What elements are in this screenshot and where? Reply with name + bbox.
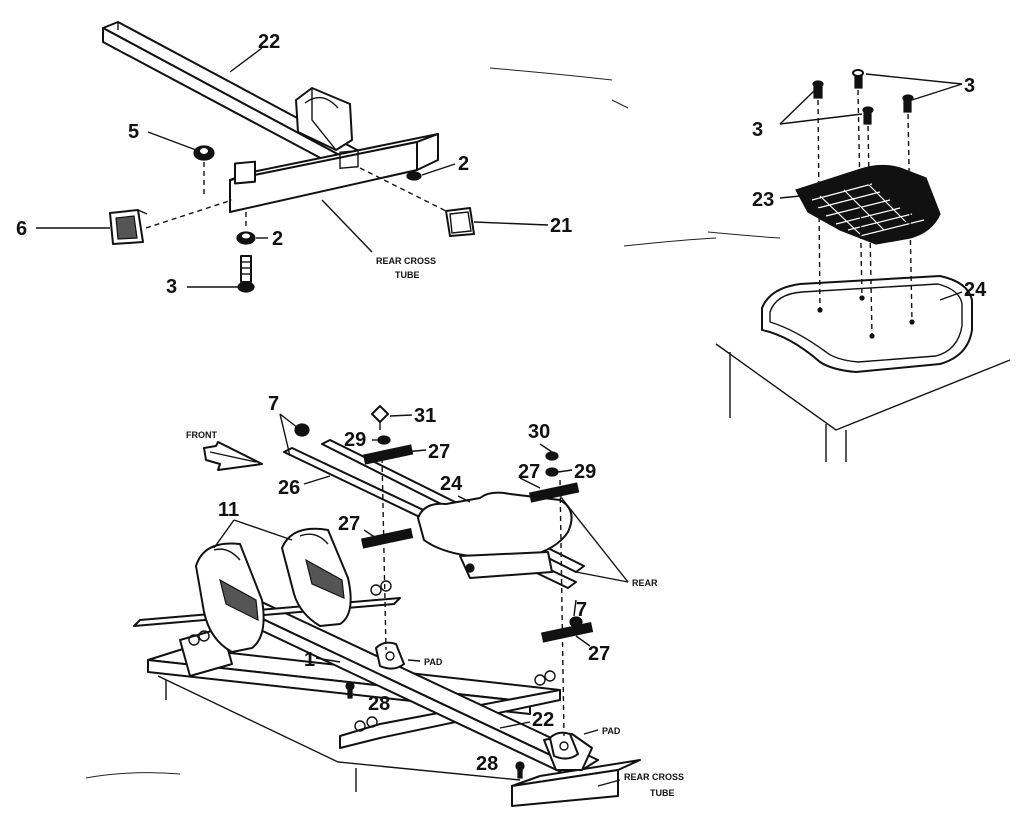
leader-lines-seat (779, 73, 963, 301)
front-direction-arrow (203, 441, 263, 471)
pad-part-rear (549, 731, 579, 760)
callout-27-middle: 27 (338, 513, 360, 535)
full-assembly-view: 7 31 29 27 30 27 29 26 24 11 27 7 27 1 2… (133, 393, 684, 807)
seat-cushion-part-24 (761, 275, 973, 373)
footrest-part-11-left (195, 542, 265, 653)
caption-pad-front: PAD (424, 657, 443, 667)
bolt-part-28-b (515, 761, 525, 779)
footrest-part-11-right (281, 527, 352, 627)
caption-rear-cross-tube-top-line2: TUBE (395, 270, 420, 280)
callout-3-seat-left: 3 (752, 119, 763, 141)
callout-22-bottom: 22 (532, 709, 554, 731)
seat-part-24 (417, 491, 573, 579)
callout-26: 26 (278, 477, 300, 499)
end-cap-part-21 (445, 207, 475, 237)
leader-lines-bottom (213, 413, 629, 787)
callout-22-top: 22 (258, 31, 280, 53)
seat-dashed-guides (817, 89, 913, 337)
callout-24-bottom: 24 (440, 473, 463, 495)
bracket-part (295, 87, 353, 151)
washer-part-29-b (545, 467, 559, 477)
callout-30: 30 (528, 421, 550, 443)
rear-cross-tube-assembly-view: 22 5 2 6 2 21 3 REAR CROSS TUBE (16, 21, 572, 298)
seat-hole-marks (817, 295, 915, 339)
clip-part-27-a (362, 444, 414, 465)
callout-5: 5 (128, 121, 139, 143)
bolt-part-3 (237, 255, 255, 293)
rear-cross-tube-part (229, 133, 439, 213)
callout-21: 21 (550, 215, 572, 237)
caption-rear: REAR (632, 578, 658, 588)
clip-part-27-d (540, 621, 594, 643)
callout-3-top: 3 (166, 276, 177, 298)
callout-7-upper: 7 (268, 393, 279, 415)
seat-plate-part-23 (795, 164, 941, 245)
leader-lines-top (36, 47, 549, 288)
rail-part-22 (102, 21, 358, 171)
callout-27-upper-right: 27 (518, 461, 540, 483)
nut-part-30 (545, 451, 559, 461)
callout-23: 23 (752, 189, 774, 211)
cap-part-7-b (569, 616, 583, 628)
caption-pad-rear: PAD (602, 726, 621, 736)
callout-29-left: 29 (344, 429, 366, 451)
pad-part-front (375, 641, 405, 670)
callout-24-seat: 24 (964, 279, 987, 301)
bolt-part-28-a (345, 681, 355, 699)
clip-part-27-b (528, 482, 580, 503)
clip-part-27-c (360, 527, 414, 549)
callout-2-upper: 2 (458, 153, 469, 175)
caption-rear-cross-tube-bottom-line1: REAR CROSS (624, 772, 684, 782)
knob-part-31 (371, 405, 389, 430)
callout-1: 1 (304, 649, 315, 671)
cap-part-7-a (294, 423, 310, 437)
screw-set-part-3 (812, 69, 914, 125)
callout-27-lower: 27 (588, 643, 610, 665)
caption-front: FRONT (186, 430, 217, 440)
end-cap-part-6 (109, 209, 148, 245)
callout-31: 31 (414, 405, 436, 427)
callout-11: 11 (218, 499, 239, 521)
scan-artifacts (85, 67, 781, 779)
caption-rear-cross-tube-top-line1: REAR CROSS (376, 256, 436, 266)
seat-detail-view: 3 3 23 24 (715, 69, 1011, 462)
callout-29-right: 29 (574, 461, 596, 483)
nut-part-5 (193, 145, 215, 161)
callout-3-seat-right: 3 (964, 75, 975, 97)
frame-rollers (188, 580, 556, 732)
dashed-guides-bottom (381, 457, 565, 737)
callout-28-upper: 28 (368, 693, 390, 715)
callout-2-lower: 2 (272, 228, 283, 250)
caption-rear-cross-tube-bottom-line2: TUBE (650, 788, 675, 798)
callout-7-lower: 7 (576, 599, 587, 621)
washer-part-2 (236, 231, 256, 245)
callout-6: 6 (16, 218, 27, 240)
callout-28-lower: 28 (476, 753, 498, 775)
callout-27-upper-left: 27 (428, 441, 450, 463)
